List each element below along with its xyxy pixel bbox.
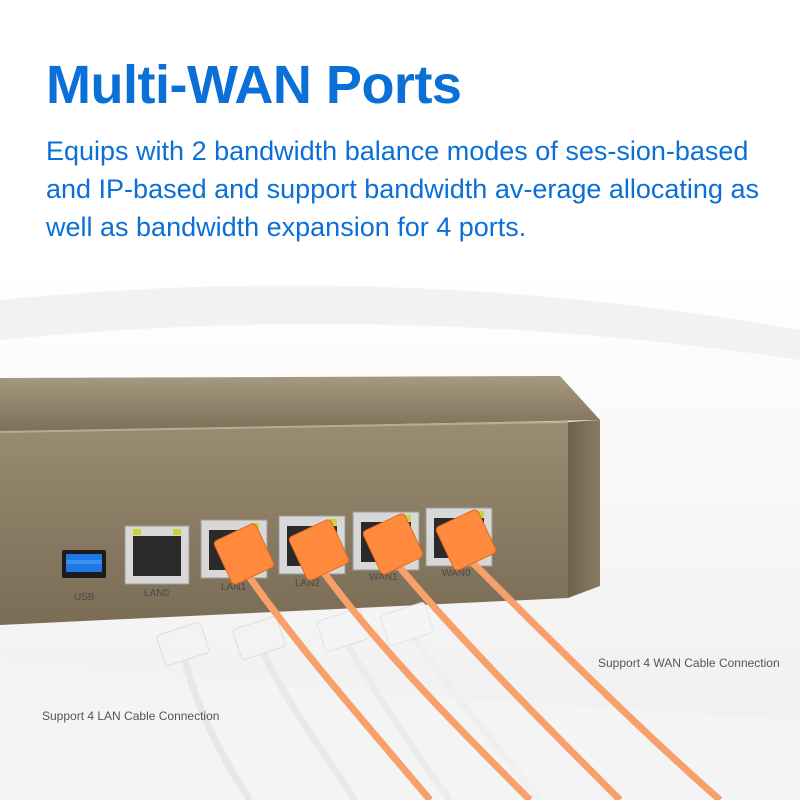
port-label-lan0: LAN0 (144, 588, 169, 599)
port-label-wan0: WAN0 (442, 568, 471, 579)
port-label-lan2: LAN2 (295, 578, 320, 589)
caption-lan: Support 4 LAN Cable Connection (42, 709, 220, 723)
lan-cables (156, 601, 543, 800)
description: Equips with 2 bandwidth balance modes of… (46, 136, 759, 242)
port-label-lan1: LAN1 (221, 582, 246, 593)
port-label-usb: USB (74, 592, 95, 603)
port-lan0 (124, 525, 190, 585)
headline: Multi-WAN Ports (46, 55, 462, 115)
chassis-top (0, 376, 600, 432)
chassis-side (568, 420, 600, 598)
caption-wan: Support 4 WAN Cable Connection (598, 656, 780, 670)
wan-cables (213, 509, 723, 800)
port-label-wan1: WAN1 (369, 572, 398, 583)
